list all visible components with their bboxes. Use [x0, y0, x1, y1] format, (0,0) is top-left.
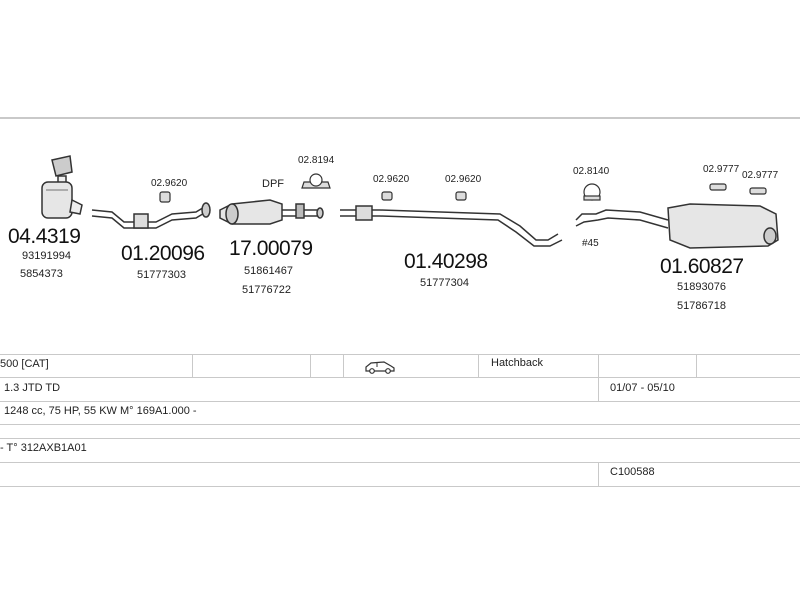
table-row-divider — [0, 377, 800, 378]
clamp-code: 02.9777 — [742, 170, 779, 181]
top-divider — [0, 117, 800, 119]
part-ref: 93191994 — [22, 250, 71, 262]
table-row-divider — [0, 424, 800, 425]
rear-silencer-icon — [575, 203, 779, 249]
column-divider — [192, 354, 193, 377]
model-cell: 500 [CAT] — [0, 358, 49, 370]
table-row-divider — [0, 462, 800, 463]
years-cell: 01/07 - 05/10 — [610, 382, 675, 394]
column-divider — [696, 354, 697, 377]
clamp-code: 02.8140 — [573, 166, 610, 177]
dpf-filter-icon — [219, 199, 324, 225]
clamp-icon — [159, 191, 171, 203]
clamp-code: 02.8194 — [298, 155, 335, 166]
catalytic-converter-icon — [41, 155, 83, 219]
column-divider — [478, 354, 479, 377]
part-code: 01.60827 — [660, 255, 744, 278]
clamp-icon — [301, 173, 331, 189]
pipe-label: #45 — [582, 238, 599, 249]
clamp-code: 02.9620 — [151, 178, 188, 189]
part-tag: DPF — [262, 178, 284, 190]
part-code: 01.20096 — [121, 242, 205, 265]
spec-cell: 1248 cc, 75 HP, 55 KW M° 169A1.000 - — [4, 405, 197, 417]
hatchback-car-icon — [365, 361, 395, 374]
part-ref: 51777303 — [137, 269, 186, 281]
middle-pipe-icon — [340, 205, 563, 247]
part-ref: 51777304 — [420, 277, 469, 289]
front-pipe-icon — [91, 202, 211, 229]
clamp-code: 02.9777 — [703, 164, 740, 175]
part-ref: 51861467 — [244, 265, 293, 277]
clamp-code: 02.9620 — [445, 174, 482, 185]
column-divider — [343, 354, 344, 377]
column-divider — [598, 377, 599, 401]
table-row-divider — [0, 438, 800, 439]
type-cell: - T° 312AXB1A01 — [0, 442, 87, 454]
part-code: 17.00079 — [229, 237, 313, 260]
table-row-divider — [0, 354, 800, 355]
part-ref: 5854373 — [20, 268, 63, 280]
column-divider — [598, 354, 599, 377]
clamp-code: 02.9620 — [373, 174, 410, 185]
clamp-icon — [583, 183, 767, 201]
catalog-cell: C100588 — [610, 466, 655, 478]
column-divider — [310, 354, 311, 377]
part-code: 04.4319 — [8, 225, 81, 248]
part-ref: 51893076 — [677, 281, 726, 293]
part-ref: 51786718 — [677, 300, 726, 312]
table-row-divider — [0, 401, 800, 402]
column-divider — [598, 462, 599, 486]
table-row-divider — [0, 486, 800, 487]
part-ref: 51776722 — [242, 284, 291, 296]
exhaust-diagram — [41, 155, 779, 249]
body-type-cell: Hatchback — [491, 357, 543, 369]
clamp-icon — [381, 191, 467, 201]
part-code: 01.40298 — [404, 250, 488, 273]
engine-cell: 1.3 JTD TD — [4, 382, 61, 394]
